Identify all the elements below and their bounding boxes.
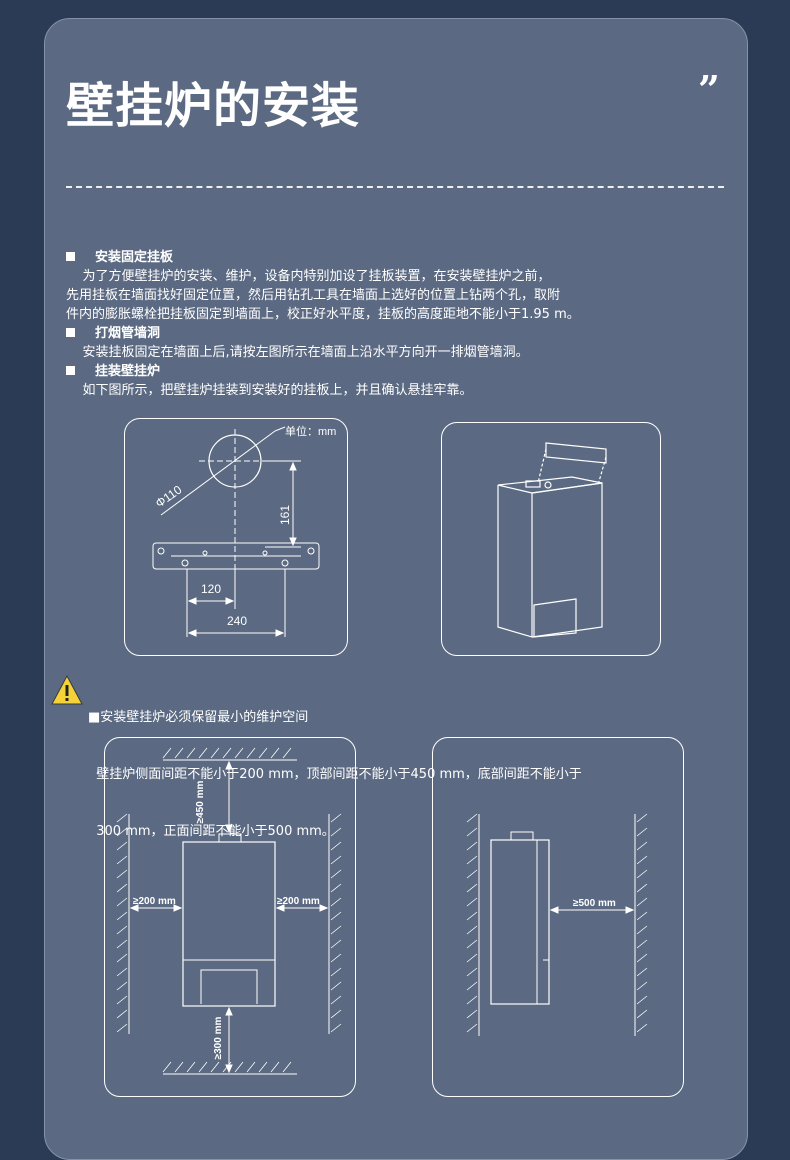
unit-label: 单位：mm bbox=[285, 424, 336, 438]
bottom-clearance-label: ≥300 mm bbox=[213, 1017, 224, 1060]
section-line: 为了方便壁挂炉的安装、维护，设备内特别加设了挂板装置，在安装壁挂炉之前， bbox=[66, 269, 551, 284]
bracket-dimension-figure: 单位：mm Φ110 161 120 240 bbox=[124, 418, 348, 656]
clearance-front-figure: ≥450 mm ≥200 mm ≥200 mm ≥300 mm bbox=[104, 737, 356, 1097]
content-card bbox=[44, 18, 748, 1160]
boiler-hanging-figure bbox=[441, 422, 661, 656]
warning-triangle-icon bbox=[51, 674, 83, 705]
left-clearance-label: ≥200 mm bbox=[133, 896, 176, 907]
top-clearance-label: ≥450 mm bbox=[195, 781, 206, 824]
clearance-side-figure: ≥500 mm bbox=[432, 737, 684, 1097]
warning-heading: ■安装壁挂炉必须保留最小的维护空间 bbox=[88, 710, 309, 725]
width-120-label: 120 bbox=[201, 582, 221, 596]
page-title: 壁挂炉的安装 bbox=[66, 78, 361, 134]
right-clearance-label: ≥200 mm bbox=[277, 896, 320, 907]
divider bbox=[66, 186, 724, 188]
height-label: 161 bbox=[278, 505, 292, 525]
warning-line: 壁挂炉侧面间距不能小于200 mm，顶部间距不能小于450 mm，底部间距不能小… bbox=[88, 767, 582, 782]
diameter-label: Φ110 bbox=[153, 482, 185, 510]
bullet-square-icon bbox=[66, 252, 75, 261]
instructions: 安装固定挂板 为了方便壁挂炉的安装、维护，设备内特别加设了挂板装置，在安装壁挂炉… bbox=[66, 248, 732, 400]
bullet-square-icon bbox=[66, 366, 75, 375]
section-heading-bracket: 安装固定挂板 bbox=[66, 248, 732, 267]
warning-line: 300 mm，正面间距不能小于500 mm。 bbox=[88, 824, 335, 839]
section-line: 件内的膨胀螺栓把挂板固定到墙面上，校正好水平度，挂板的高度距地不能小于1.95 … bbox=[66, 307, 580, 322]
bullet-square-icon bbox=[66, 328, 75, 337]
section-line: 如下图所示，把壁挂炉挂装到安装好的挂板上，并且确认悬挂牢靠。 bbox=[66, 383, 473, 398]
section-line: 安装挂板固定在墙面上后,请按左图所示在墙面上沿水平方向开一排烟管墙洞。 bbox=[66, 345, 529, 360]
section-line: 先用挂板在墙面找好固定位置，然后用钻孔工具在墙面上选好的位置上钻两个孔，取附 bbox=[66, 288, 561, 303]
section-heading-hang-boiler: 挂装壁挂炉 bbox=[66, 362, 732, 381]
width-240-label: 240 bbox=[227, 614, 247, 628]
quote-mark-icon: ” bbox=[698, 67, 720, 112]
section-heading-flue-hole: 打烟管墙洞 bbox=[66, 324, 732, 343]
front-clearance-label: ≥500 mm bbox=[573, 898, 616, 909]
